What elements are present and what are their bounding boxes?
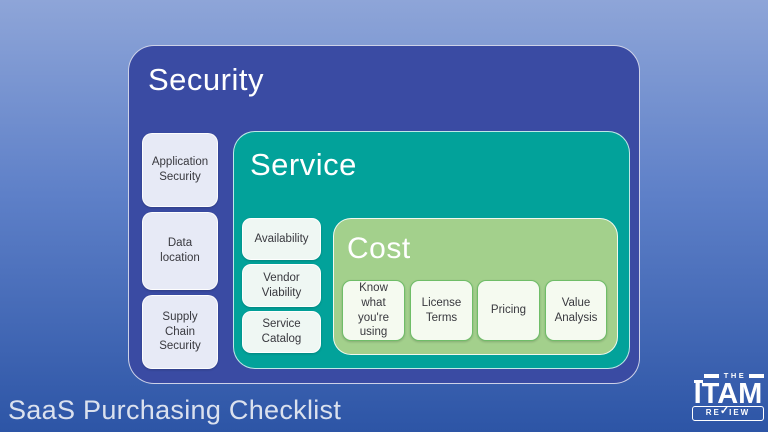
service-item-label: Service Catalog [261, 318, 302, 345]
security-item-supply-chain-security: Supply Chain Security [142, 295, 218, 369]
cost-item-value-analysis: Value Analysis [545, 280, 607, 341]
cost-item-label: Pricing [490, 304, 527, 317]
itam-review-logo: THE ITAM RE ✓ IEW [692, 372, 764, 421]
logo-right-bar [749, 373, 764, 378]
service-zone: Service Availability Vendor Viability Se… [233, 131, 630, 369]
service-item-label: Vendor Viability [261, 271, 302, 299]
logo-the-text: THE [723, 371, 747, 380]
service-item-availability: Availability [242, 218, 321, 260]
cost-item-label: Know what you're using [358, 281, 389, 339]
logo-review-left: RE [705, 408, 721, 417]
security-zone: Security Application Security Data locat… [128, 45, 640, 384]
cost-zone: Cost Know what you're using License Term… [333, 218, 618, 355]
security-item-application-security: Application Security [142, 133, 218, 207]
cost-item-know-what-youre-using: Know what you're using [342, 280, 405, 341]
service-item-label: Availability [254, 232, 309, 245]
security-item-label: Data location [160, 237, 200, 264]
security-item-label: Supply Chain Security [159, 310, 201, 353]
cost-item-label: License Terms [421, 296, 462, 324]
cost-item-pricing: Pricing [477, 280, 540, 341]
security-item-label: Application Security [151, 156, 209, 183]
logo-the-row: THE [704, 372, 764, 380]
slide-title: SaaS Purchasing Checklist [8, 395, 342, 425]
service-zone-title: Service [250, 147, 357, 182]
check-icon: ✓ [719, 405, 730, 417]
logo-itam-text: ITAM [693, 377, 763, 410]
cost-zone-title: Cost [347, 232, 411, 265]
service-item-vendor-viability: Vendor Viability [242, 264, 321, 307]
security-zone-title: Security [148, 62, 264, 97]
logo-i-macron [693, 379, 703, 383]
logo-review-right: IEW [729, 408, 751, 417]
logo-left-bar [704, 373, 719, 378]
cost-item-label: Value Analysis [554, 296, 598, 324]
cost-item-license-terms: License Terms [410, 280, 473, 341]
service-item-service-catalog: Service Catalog [242, 311, 321, 353]
logo-itam-letters: ITAM [693, 377, 763, 410]
security-item-data-location: Data location [142, 212, 218, 290]
logo-review-badge: RE ✓ IEW [692, 405, 764, 421]
